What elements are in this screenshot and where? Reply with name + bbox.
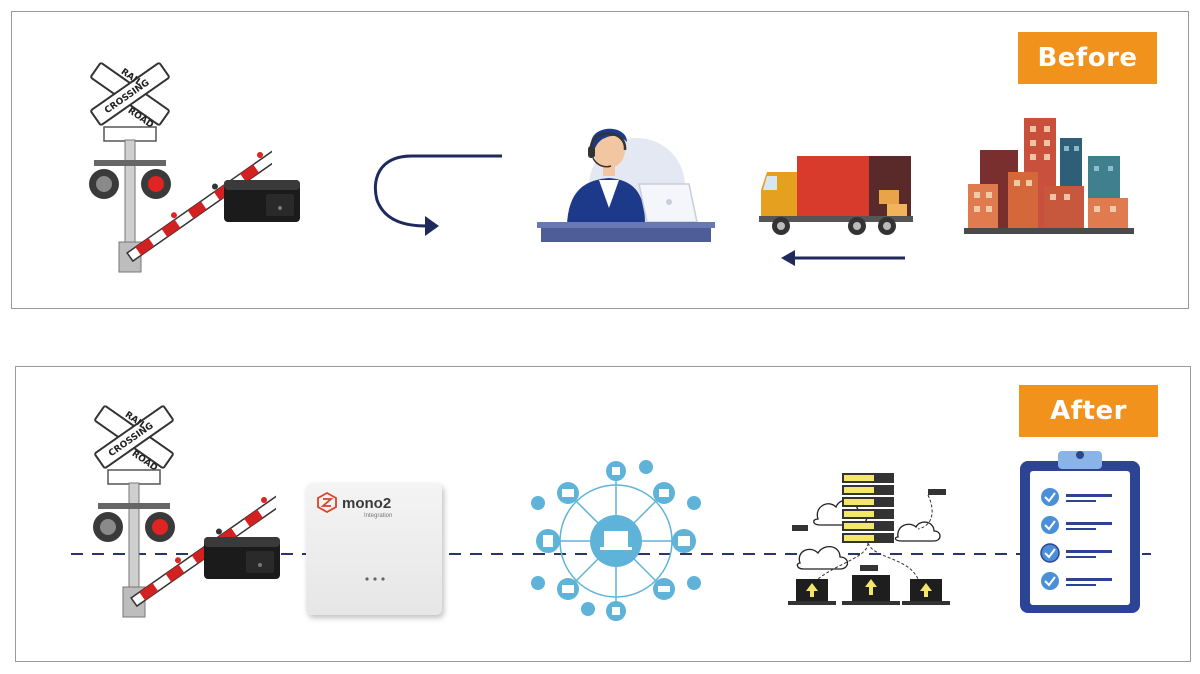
clipboard-checklist-icon	[1020, 451, 1140, 613]
railroad-crossing-icon: RAIL CROSSING ROAD	[93, 405, 276, 618]
left-arrow-icon	[781, 250, 905, 266]
before-panel: Before RAIL CROSSING ROAD	[11, 11, 1189, 309]
after-badge: After	[1019, 385, 1158, 437]
cloud-server-network-icon	[788, 473, 950, 605]
black-box-device-icon	[204, 537, 280, 579]
railroad-crossing-icon: RAIL CROSSING ROAD	[89, 62, 272, 273]
city-buildings-icon	[964, 118, 1134, 234]
mono2-tagline: Integration	[364, 513, 393, 519]
mono2-logo-icon	[317, 491, 337, 513]
curved-arrow-icon	[373, 154, 502, 236]
before-badge: Before	[1018, 32, 1157, 84]
delivery-truck-icon	[759, 156, 913, 235]
status-lights-icon	[365, 577, 385, 581]
after-panel: After RAIL CROSSING ROAD	[15, 366, 1191, 662]
black-box-device-icon	[224, 180, 300, 222]
mono2-device: mono2 Integration	[306, 483, 442, 615]
mono2-brand-text: mono2	[342, 495, 392, 512]
device-network-icon	[531, 460, 701, 621]
call-center-operator-icon	[537, 128, 715, 242]
